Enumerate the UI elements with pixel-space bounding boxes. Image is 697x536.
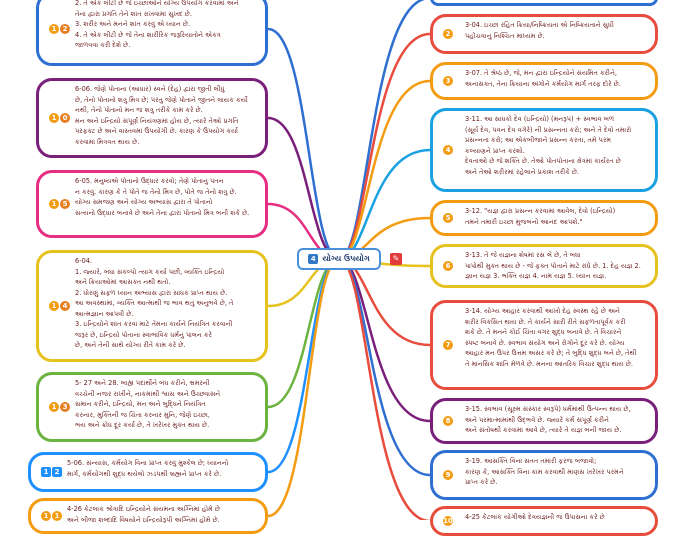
node-text: 6-05. મનુષ્યએ પોતાનો ઉદ્ધાર કરવો; તેણે પ… (75, 177, 250, 217)
number-badge-icon: 1 (49, 113, 59, 123)
number-badge-icon: 4 (60, 301, 70, 311)
right-branch-node[interactable]: 6 3-13. તે જે યજ્ઞના શેષમાં રસ લે છે, તે … (430, 244, 658, 288)
node-text: 3-07. તે શ્રેષ્ઠ છે, જે, મન દ્વારા ઇન્દ્… (465, 69, 621, 88)
node-text: 3-19. આસક્તિ વિના સતત તમારી ફરજ બજાવો; ક… (465, 457, 624, 486)
priority-badges: 7 (443, 340, 453, 350)
number-badge-icon: 10 (443, 516, 453, 526)
node-text: 5- 27 અને 28. બાહ્ય પદાર્થોને બંધ કરીને,… (75, 379, 221, 429)
number-badge-icon: 1 (49, 402, 59, 412)
number-badge-icon: 1 (52, 511, 62, 521)
priority-badges: 6 (443, 261, 453, 271)
left-connector-5 (267, 257, 340, 474)
node-text: 4-26 કેટલાક શ્રોત્રાદિ ઇન્દ્રિયોને સંયમન… (67, 505, 220, 524)
number-badge-icon: 2 (52, 467, 62, 477)
number-badge-icon: 1 (41, 511, 51, 521)
node-text: 2. તે એક લીટી છે જે ઇચ્છાઓને યોગ્ય ઉપયોગ… (75, 0, 239, 49)
number-badge-icon: 9 (443, 470, 453, 480)
node-text: 3-11. આ સાધકો દેવ (ઇન્દ્રિયો) (મનરૂપ) + … (465, 115, 632, 176)
priority-badges: 3 (443, 76, 453, 86)
node-text: 3-04. ઇચ્છા રહિત ક્રિયા/નિષ્ક્રિયતા એ નિ… (465, 21, 614, 40)
number-badge-icon: 4 (443, 145, 453, 155)
number-badge-icon: 1 (49, 301, 59, 311)
right-branch-node[interactable]: 3 3-07. તે શ્રેષ્ઠ છે, જે, મન દ્વારા ઇન્દ… (430, 62, 658, 100)
priority-badges: 9 (443, 470, 453, 480)
right-branch-node[interactable]: 4 3-11. આ સાધકો દેવ (ઇન્દ્રિયો) (મનરૂપ) +… (430, 108, 658, 192)
priority-badges: 4 (443, 145, 453, 155)
right-branch-node[interactable]: 10 4-25 કેટલાક યોગીઓ દેવયજ્ઞની જ ઉપાસના ક… (430, 506, 658, 536)
number-badge-icon: 2 (60, 24, 70, 34)
node-text: 6-06. જેણે પોતાના (આધાર) સ્વને (દેહ) દ્વ… (75, 85, 248, 146)
number-badge-icon: 8 (443, 416, 453, 426)
topic-number-icon: 4 (308, 254, 319, 264)
right-connector-9 (338, 257, 431, 520)
right-branch-node[interactable]: 2 3-04. ઇચ્છા રહિત ક્રિયા/નિષ્ક્રિયતા એ ન… (430, 14, 658, 54)
number-badge-icon: 1 (49, 199, 59, 209)
number-badge-icon: 0 (60, 113, 70, 123)
right-branch-node[interactable]: 5 3-12. "યજ્ઞ દ્વારા પ્રસન્ન કરવામાં આવેલ… (430, 200, 658, 236)
central-topic-node[interactable]: 4 યોગ્ય ઉપયોગ (297, 248, 381, 270)
node-text: 3-15. સ્વભાવ (સૂક્ષ્મ સંસ્કાર સ્વરૂપે) ધ… (465, 405, 631, 434)
number-badge-icon: 3 (60, 402, 70, 412)
node-text: 3-14. યોગ્ય આહાર કરવાથી આખો દેહ સ્વસ્થ ર… (465, 307, 637, 368)
left-connector-1 (267, 116, 340, 261)
right-connector-2 (338, 79, 431, 261)
central-topic-label: યોગ્ય ઉપયોગ (322, 254, 370, 263)
red-flag-icon: ✎ (390, 253, 402, 265)
node-text: 5-06. સંન્યાસ, કર્મયોગ વિના પ્રાપ્ત કરવુ… (67, 459, 229, 478)
node-text: 3-12. "યજ્ઞ દ્વારા પ્રસન્ન કરવામાં આવેલ,… (465, 207, 616, 226)
right-branch-node[interactable]: 9 3-19. આસક્તિ વિના સતત તમારી ફરજ બજાવો; … (430, 450, 658, 500)
number-badge-icon: 5 (443, 213, 453, 223)
node-text: 4-25 કેટલાક યોગીઓ દેવયજ્ઞની જ ઉપાસના કરે… (465, 513, 605, 521)
number-badge-icon: 6 (443, 261, 453, 271)
priority-badges: 10 (443, 516, 453, 526)
priority-badges: 8 (443, 416, 453, 426)
number-badge-icon: 7 (443, 340, 453, 350)
right-branch-node[interactable] (430, 0, 658, 6)
number-badge-icon: 1 (41, 467, 51, 477)
priority-badges: 5 (443, 213, 453, 223)
node-text: 6-04. 1. જ્યારે, બધા સંકલ્પો ત્યાગ કર્યા… (75, 257, 234, 349)
number-badge-icon: 2 (443, 29, 453, 39)
number-badge-icon: 1 (49, 24, 59, 34)
left-connector-6 (267, 257, 340, 518)
number-badge-icon: 3 (443, 76, 453, 86)
node-text: 3-13. તે જે યજ્ઞના શેષમાં રસ લે છે, તે બ… (465, 251, 641, 280)
right-branch-node[interactable]: 8 3-15. સ્વભાવ (સૂક્ષ્મ સંસ્કાર સ્વરૂપે) … (430, 398, 658, 444)
right-branch-node[interactable]: 7 3-14. યોગ્ય આહાર કરવાથી આખો દેહ સ્વસ્થ … (430, 300, 658, 390)
number-badge-icon: 5 (60, 199, 70, 209)
priority-badges: 2 (443, 29, 453, 39)
